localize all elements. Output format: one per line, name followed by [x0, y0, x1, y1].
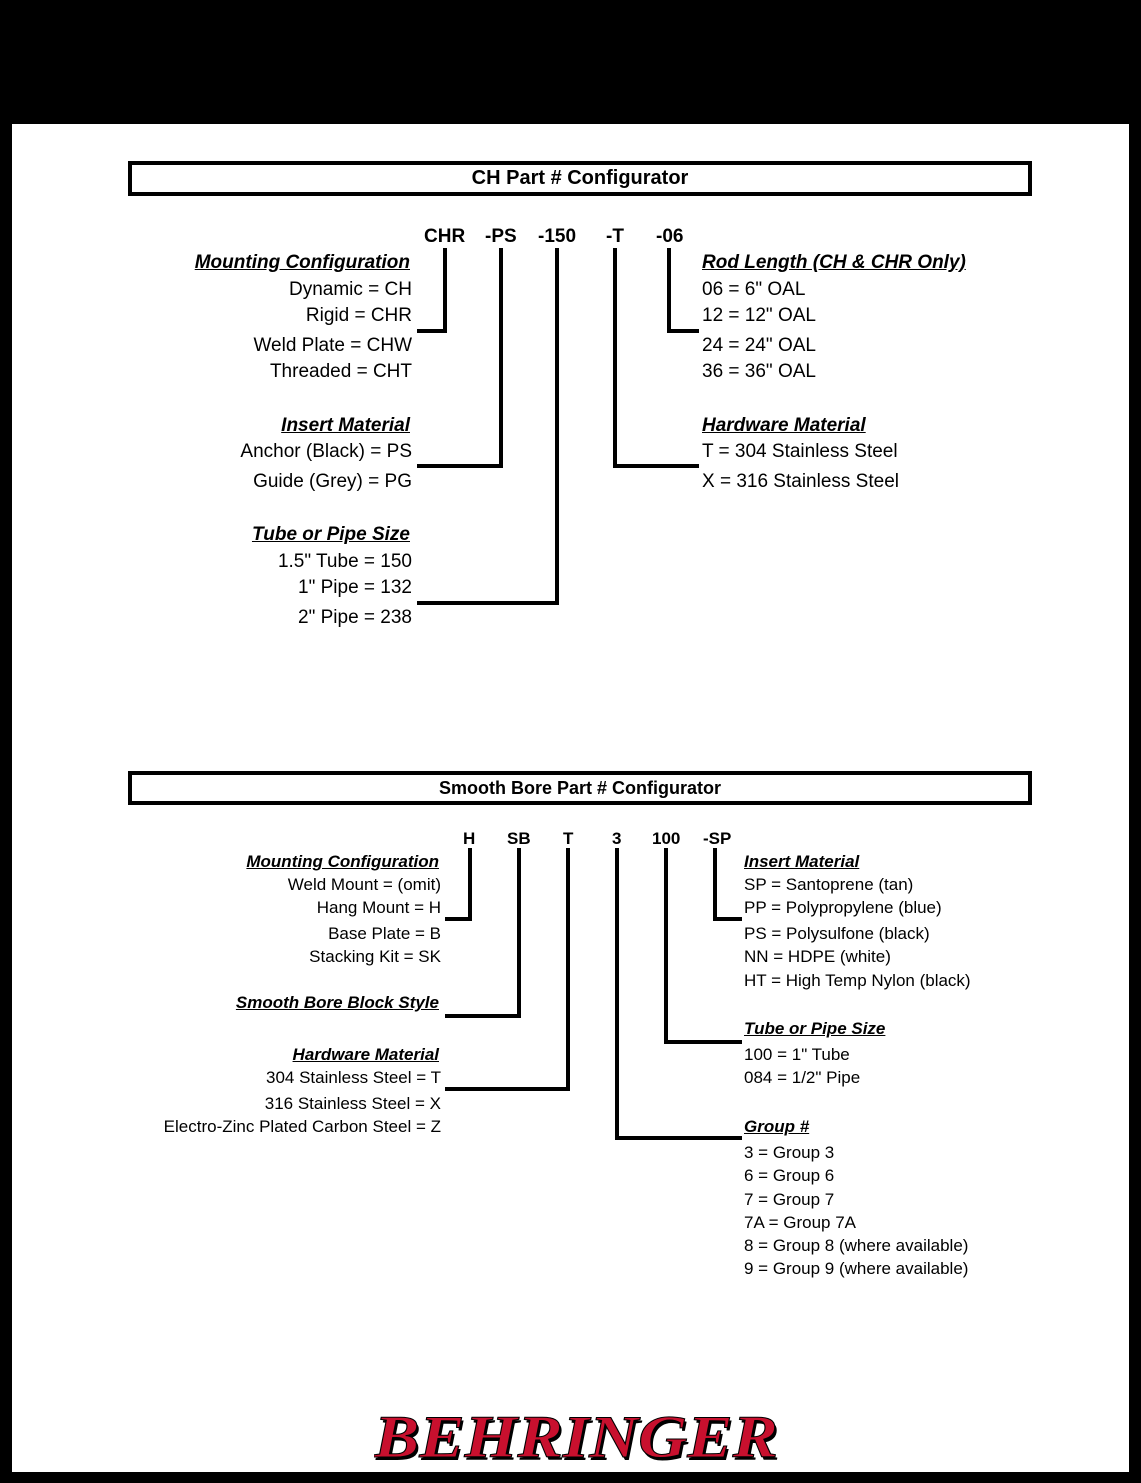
sb-code-hardware: T [563, 829, 574, 848]
ch-tube-connector [417, 248, 559, 605]
sb-insert-item: NN = HDPE (white) [744, 947, 891, 966]
ch-code-hardware: -T [606, 226, 624, 247]
sb-block-connector [445, 848, 521, 1018]
sb-code-insert: -SP [703, 829, 732, 848]
sb-mounting-connector [445, 848, 472, 921]
sb-code-tube: 100 [652, 829, 681, 848]
sb-group-connector [615, 848, 742, 1140]
sb-tube-item: 084 = 1/2" Pipe [744, 1068, 861, 1087]
sb-block-heading: Smooth Bore Block Style [235, 993, 439, 1012]
ch-code-insert: -PS [485, 226, 517, 247]
sb-group-item: 7A = Group 7A [744, 1213, 856, 1232]
sb-hardware-item: 316 Stainless Steel = X [264, 1094, 441, 1113]
ch-hardware-connector [613, 248, 699, 468]
ch-code-rod: -06 [656, 226, 684, 247]
ch-hardware-heading: Hardware Material [702, 415, 866, 436]
sb-tube-connector [664, 848, 742, 1044]
ch-hardware-item: X = 316 Stainless Steel [702, 471, 899, 492]
sb-group-item: 9 = Group 9 (where available) [744, 1259, 969, 1278]
ch-rod-item: 36 = 36" OAL [702, 361, 816, 382]
sb-mounting-heading: Mounting Configuration [246, 852, 439, 871]
ch-mounting-item: Dynamic = CH [289, 279, 412, 300]
ch-mounting-item: Weld Plate = CHW [253, 335, 412, 356]
ch-rod-item: 24 = 24" OAL [702, 335, 816, 356]
sb-insert-item: SP = Santoprene (tan) [744, 875, 914, 894]
sb-group-item: 8 = Group 8 (where available) [744, 1236, 969, 1255]
sb-mounting-item: Base Plate = B [328, 924, 441, 943]
sb-insert-item: HT = High Temp Nylon (black) [744, 971, 971, 990]
sb-insert-item: PP = Polypropylene (blue) [744, 898, 942, 917]
ch-insert-item: Guide (Grey) = PG [253, 471, 412, 492]
ch-rod-item: 12 = 12" OAL [702, 305, 816, 326]
ch-tube-item: 2" Pipe = 238 [298, 607, 412, 628]
ch-insert-item: Anchor (Black) = PS [240, 441, 412, 462]
sb-mounting-item: Stacking Kit = SK [309, 947, 441, 966]
sb-code-block: SB [507, 829, 531, 848]
logo-text: BEHRINGER [374, 1410, 778, 1466]
ch-tube-item: 1" Pipe = 132 [298, 577, 412, 598]
ch-mounting-item: Rigid = CHR [305, 305, 412, 326]
sb-hardware-heading: Hardware Material [292, 1045, 439, 1064]
sb-insert-item: PS = Polysulfone (black) [744, 924, 930, 943]
sb-insert-connector [713, 848, 742, 921]
sb-tube-item: 100 = 1" Tube [744, 1045, 850, 1064]
behringer-logo: BEHRINGER BEHRINGER [374, 1410, 780, 1466]
ch-rod-connector [667, 248, 699, 333]
ch-tube-heading: Tube or Pipe Size [251, 524, 410, 545]
sb-configurator-title: Smooth Bore Part # Configurator [128, 771, 1032, 805]
ch-configurator-title: CH Part # Configurator [128, 161, 1032, 196]
sb-hardware-item: Electro-Zinc Plated Carbon Steel = Z [163, 1117, 441, 1136]
sb-mounting-item: Hang Mount = H [316, 898, 441, 917]
ch-rod-item: 06 = 6" OAL [702, 279, 806, 300]
ch-code-mounting: CHR [424, 226, 466, 247]
ch-mounting-item: Threaded = CHT [269, 361, 412, 382]
ch-hardware-item: T = 304 Stainless Steel [702, 441, 898, 462]
ch-mounting-connector [417, 248, 447, 333]
ch-insert-connector [417, 248, 503, 468]
sb-code-mounting: H [463, 829, 476, 848]
sb-group-item: 7 = Group 7 [744, 1190, 835, 1209]
ch-mounting-heading: Mounting Configuration [194, 252, 410, 273]
sb-mounting-item: Weld Mount = (omit) [287, 875, 441, 894]
sb-code-group: 3 [612, 829, 622, 848]
ch-insert-heading: Insert Material [281, 415, 410, 436]
sb-group-item: 3 = Group 3 [744, 1143, 835, 1162]
sb-tube-heading: Tube or Pipe Size [744, 1019, 886, 1038]
ch-tube-item: 1.5" Tube = 150 [277, 551, 412, 572]
ch-code-tube: -150 [538, 226, 577, 247]
logo-shadow: BEHRINGER [375, 1410, 780, 1466]
sb-hardware-connector [445, 848, 570, 1091]
ch-rod-heading: Rod Length (CH & CHR Only) [702, 252, 966, 273]
sb-group-item: 6 = Group 6 [744, 1166, 835, 1185]
sb-group-heading: Group # [744, 1117, 810, 1136]
sb-insert-heading: Insert Material [744, 852, 860, 871]
sb-hardware-item: 304 Stainless Steel = T [266, 1068, 441, 1087]
